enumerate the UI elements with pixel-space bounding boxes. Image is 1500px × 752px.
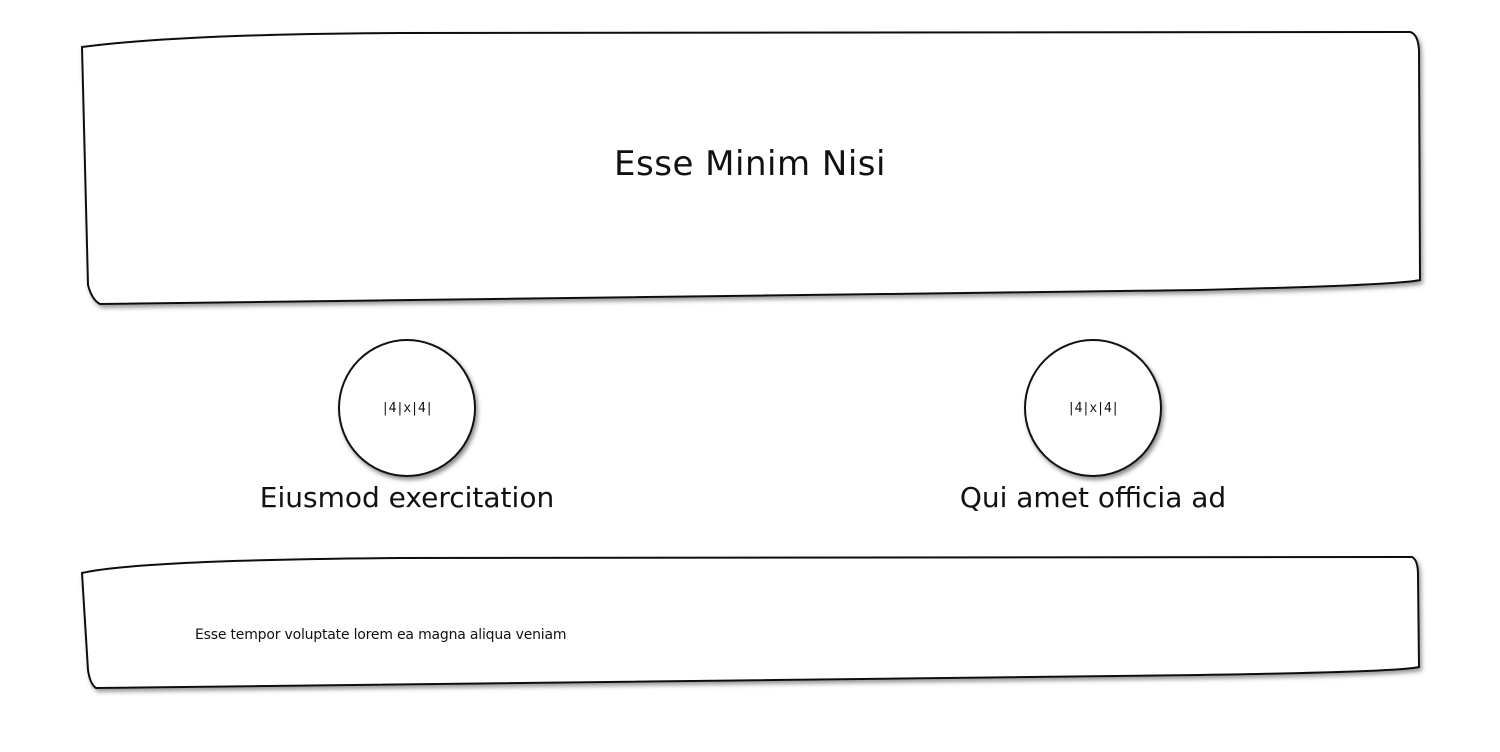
profile-caption: Eiusmod exercitation xyxy=(259,481,555,514)
image-size-label: |4|x|4| xyxy=(381,400,433,416)
page-title: Esse Minim Nisi xyxy=(614,144,886,184)
profile-image-placeholder: |4|x|4| xyxy=(1024,339,1162,477)
image-size-label: |4|x|4| xyxy=(1067,400,1119,416)
footer-panel xyxy=(80,555,1421,690)
footer-text: Esse tempor voluptate lorem ea magna ali… xyxy=(195,627,567,643)
header-panel xyxy=(80,30,1422,306)
profile-image-placeholder: |4|x|4| xyxy=(338,339,476,477)
profile-caption: Qui amet officia ad xyxy=(959,481,1227,514)
